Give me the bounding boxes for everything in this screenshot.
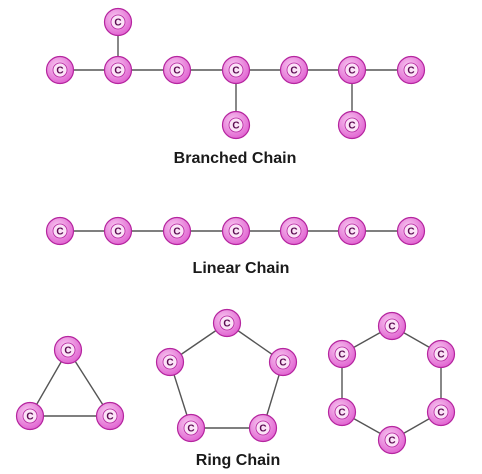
atom-core <box>162 354 178 370</box>
atom-label: C <box>348 66 355 77</box>
atom-core <box>344 117 360 133</box>
branched-chain-carbon-atom-8: C <box>337 55 367 85</box>
atom-core <box>219 315 235 331</box>
atom-core <box>52 223 68 239</box>
atom-core <box>110 223 126 239</box>
atom-core <box>334 404 350 420</box>
atom-label: C <box>348 121 355 132</box>
atom-label: C <box>106 412 113 423</box>
atom-label: C <box>338 408 345 419</box>
ring-chain-6-carbon-atom-1: C <box>377 311 407 341</box>
linear-chain-carbon-atom-1: C <box>45 216 75 246</box>
atom-label: C <box>437 350 444 361</box>
atom-label: C <box>338 350 345 361</box>
atom-label: C <box>232 227 239 238</box>
atom-core <box>228 62 244 78</box>
atom-label: C <box>279 358 286 369</box>
atom-label: C <box>348 227 355 238</box>
atom-label: C <box>223 319 230 330</box>
ring-chain-5-carbon-atom-4: C <box>176 413 206 443</box>
atom-core <box>228 117 244 133</box>
atom-label: C <box>56 66 63 77</box>
atom-core <box>433 404 449 420</box>
atom-core <box>334 346 350 362</box>
branched-chain-carbon-atom-3: C <box>103 7 133 37</box>
branched-chain-carbon-atom-5: C <box>221 55 251 85</box>
atom-core <box>384 318 400 334</box>
atom-label: C <box>166 358 173 369</box>
linear-chain-carbon-atom-2: C <box>103 216 133 246</box>
linear-chain-carbon-atom-6: C <box>337 216 367 246</box>
atom-core <box>433 346 449 362</box>
atom-core <box>22 408 38 424</box>
ring-chain-6-carbon-atom-2: C <box>426 339 456 369</box>
ring-chain-3-carbon-atom-1: C <box>53 335 83 365</box>
atom-label: C <box>407 66 414 77</box>
linear-chain-carbon-atom-4: C <box>221 216 251 246</box>
atom-label: C <box>259 424 266 435</box>
linear-chain-carbon-atom-3: C <box>162 216 192 246</box>
atom-core <box>344 62 360 78</box>
branched-chain-carbon-atom-1: C <box>45 55 75 85</box>
atom-core <box>275 354 291 370</box>
atom-core <box>286 62 302 78</box>
branched-chain-carbon-atom-9: C <box>337 110 367 140</box>
atoms-layer: C C C C C C C C C C C C C C C C C C C C C C C C C C C C C C C <box>15 7 456 455</box>
ring-chain-6-carbon-atom-6: C <box>327 339 357 369</box>
atom-label: C <box>114 227 121 238</box>
ring-chain-5-carbon-atom-5: C <box>155 347 185 377</box>
ring-chain-6-carbon-atom-5: C <box>327 397 357 427</box>
atom-label: C <box>232 66 239 77</box>
atom-core <box>384 432 400 448</box>
ring-chain-6-carbon-atom-4: C <box>377 425 407 455</box>
atom-core <box>60 342 76 358</box>
atom-label: C <box>26 412 33 423</box>
branched-chain-carbon-atom-6: C <box>221 110 251 140</box>
atom-core <box>110 14 126 30</box>
ring-chain-5-carbon-atom-3: C <box>248 413 278 443</box>
ring-chain-3-carbon-atom-3: C <box>95 401 125 431</box>
atom-label: C <box>388 322 395 333</box>
atom-label: C <box>114 18 121 29</box>
atom-label: C <box>173 227 180 238</box>
atom-core <box>403 223 419 239</box>
branched-chain-carbon-atom-7: C <box>279 55 309 85</box>
linear-chain-carbon-atom-7: C <box>396 216 426 246</box>
branched-chain-carbon-atom-2: C <box>103 55 133 85</box>
atom-label: C <box>290 227 297 238</box>
atom-label: C <box>114 66 121 77</box>
atom-label: C <box>56 227 63 238</box>
linear-chain-carbon-atom-5: C <box>279 216 309 246</box>
ring-chain-3-carbon-atom-2: C <box>15 401 45 431</box>
atom-core <box>52 62 68 78</box>
branched-chain-caption: Branched Chain <box>173 150 297 167</box>
branched-chain-carbon-atom-4: C <box>162 55 192 85</box>
atom-label: C <box>388 436 395 447</box>
atom-core <box>286 223 302 239</box>
atom-label: C <box>64 346 71 357</box>
atom-core <box>403 62 419 78</box>
atom-label: C <box>290 66 297 77</box>
atom-core <box>228 223 244 239</box>
ring-chain-6-carbon-atom-3: C <box>426 397 456 427</box>
ring-chain-caption: Ring Chain <box>195 452 281 469</box>
atom-core <box>255 420 271 436</box>
atom-label: C <box>407 227 414 238</box>
atom-core <box>344 223 360 239</box>
ring-chain-5-carbon-atom-1: C <box>212 308 242 338</box>
atom-label: C <box>437 408 444 419</box>
atom-label: C <box>187 424 194 435</box>
ring-chain-5-carbon-atom-2: C <box>268 347 298 377</box>
atom-core <box>110 62 126 78</box>
atom-core <box>169 223 185 239</box>
linear-chain-caption: Linear Chain <box>192 260 290 277</box>
atom-core <box>169 62 185 78</box>
atom-core <box>183 420 199 436</box>
atom-core <box>102 408 118 424</box>
branched-chain-carbon-atom-10: C <box>396 55 426 85</box>
atom-label: C <box>173 66 180 77</box>
atom-label: C <box>232 121 239 132</box>
